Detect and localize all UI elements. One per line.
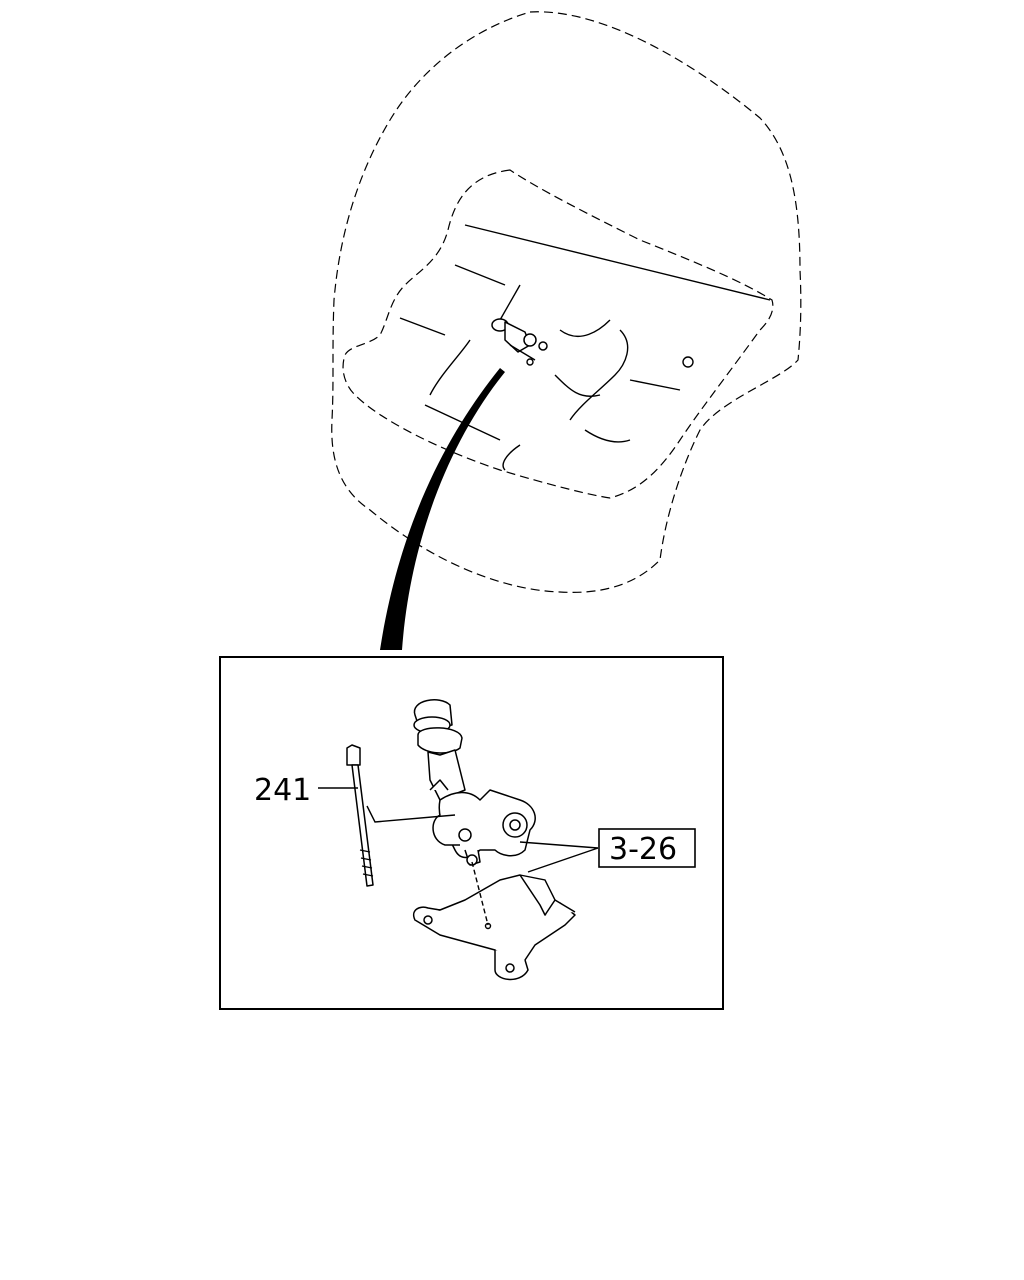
callout-3-26: 3-26 — [609, 832, 677, 867]
detail-leader-wedge — [380, 368, 505, 650]
mounting-bracket — [413, 874, 576, 981]
leader-241-to-lever — [366, 805, 456, 823]
callout-3-26-box — [598, 828, 696, 868]
callout-241: 241 — [254, 773, 311, 808]
detail-frame — [219, 656, 724, 1010]
leader-bracket-dash — [471, 861, 489, 926]
leader-326-a — [519, 841, 599, 849]
bolt-241 — [346, 744, 374, 887]
leader-326-b — [527, 847, 599, 873]
mini-assembly-icon — [491, 318, 548, 366]
floor-panel — [342, 169, 774, 499]
cab-outline — [331, 11, 802, 593]
lever-assembly — [413, 699, 536, 866]
